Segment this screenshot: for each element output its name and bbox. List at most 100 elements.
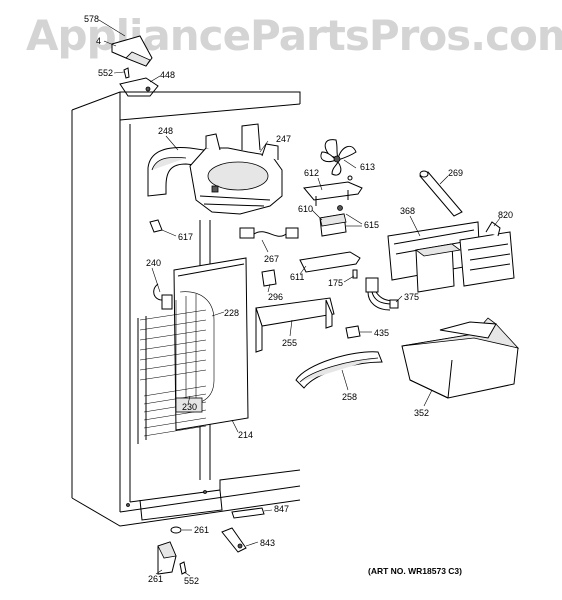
callout-261-left: 261 bbox=[148, 574, 163, 584]
leader-269 bbox=[439, 175, 449, 185]
leader-615a bbox=[345, 213, 363, 225]
leader-240 bbox=[151, 267, 161, 293]
leader-296 bbox=[267, 283, 271, 293]
leader-612 bbox=[317, 177, 323, 191]
screw-552-bottom bbox=[179, 561, 187, 575]
bracket-611 bbox=[299, 251, 361, 273]
air-duct-248 bbox=[147, 135, 205, 197]
switch-435 bbox=[345, 325, 361, 339]
bucket-edges bbox=[409, 359, 453, 399]
bracket-255-leg-right bbox=[325, 299, 333, 329]
callout-labels: 578 4 552 448 248 247 613 612 269 368 82… bbox=[84, 14, 513, 586]
hinge-cover-shade bbox=[125, 51, 151, 67]
leader-847 bbox=[263, 509, 273, 512]
leader-552-bottom bbox=[183, 571, 191, 577]
callout-228: 228 bbox=[224, 308, 239, 318]
callout-352: 352 bbox=[414, 408, 429, 418]
chute-shade bbox=[299, 357, 379, 383]
icemaker-mold bbox=[467, 243, 511, 271]
electrical-small-parts bbox=[261, 269, 403, 339]
leader-375 bbox=[395, 295, 403, 303]
leader-352 bbox=[423, 389, 433, 407]
fill-tube-body bbox=[419, 171, 463, 217]
fan-hub bbox=[333, 155, 341, 163]
leader-4 bbox=[103, 40, 117, 47]
liner-bottom-front bbox=[71, 497, 301, 527]
housing-clip bbox=[211, 185, 219, 193]
housing-ribs bbox=[199, 195, 271, 207]
bucket-lid bbox=[439, 321, 497, 339]
leader-255 bbox=[289, 319, 293, 337]
callout-248: 248 bbox=[158, 126, 173, 136]
harness-wire bbox=[253, 231, 287, 237]
sensor-240 bbox=[161, 294, 173, 310]
liner-floor bbox=[129, 469, 301, 503]
leader-820 bbox=[493, 217, 501, 227]
callout-258: 258 bbox=[342, 392, 357, 402]
harness-375-end bbox=[389, 299, 399, 309]
fill-tube-end bbox=[419, 170, 429, 178]
fan-blade-2 bbox=[337, 145, 357, 161]
control-box-top bbox=[415, 243, 461, 257]
callout-843: 843 bbox=[260, 538, 275, 548]
connector-296 bbox=[261, 269, 277, 287]
leader-613 bbox=[343, 159, 357, 169]
callout-820: 820 bbox=[498, 210, 513, 220]
liner-screw-1 bbox=[126, 503, 130, 507]
leader-214 bbox=[231, 419, 239, 433]
leader-578 bbox=[98, 19, 126, 37]
callout-617: 617 bbox=[178, 232, 193, 242]
callout-4: 4 bbox=[96, 36, 101, 46]
callout-240: 240 bbox=[146, 258, 161, 268]
callout-175: 175 bbox=[328, 278, 343, 288]
ice-bucket-352 bbox=[401, 317, 520, 407]
evaporator-assembly bbox=[137, 257, 249, 444]
leader-230 bbox=[187, 395, 191, 405]
duct-shade bbox=[151, 156, 187, 171]
fill-tube-269 bbox=[419, 170, 463, 217]
bottom-hinge-group bbox=[155, 507, 273, 577]
callout-610: 610 bbox=[298, 204, 313, 214]
icemaker-820 bbox=[459, 231, 515, 287]
bracket-255-top bbox=[255, 297, 335, 327]
callout-613: 613 bbox=[360, 162, 375, 172]
icemaker-arm bbox=[485, 221, 501, 237]
screw-175 bbox=[352, 269, 358, 279]
liner-screw-2 bbox=[203, 490, 207, 494]
leader-611 bbox=[299, 265, 307, 275]
callout-552-top: 552 bbox=[98, 68, 113, 78]
callout-269: 269 bbox=[448, 168, 463, 178]
callout-267: 267 bbox=[264, 254, 279, 264]
callout-847: 847 bbox=[274, 504, 289, 514]
callout-375: 375 bbox=[404, 292, 419, 302]
watermark-text: AppliancePartsPros.com bbox=[26, 11, 562, 60]
bracket-legs bbox=[315, 190, 349, 206]
harness-267 bbox=[239, 227, 299, 253]
evaporator-cover-214 bbox=[173, 257, 249, 431]
mounting-bracket-255 bbox=[255, 297, 335, 353]
liner-top-edge bbox=[71, 91, 301, 111]
callout-578: 578 bbox=[84, 14, 99, 24]
callout-611: 611 bbox=[290, 272, 304, 282]
leader-843 bbox=[245, 541, 259, 547]
housing-tab-right bbox=[261, 143, 279, 160]
bracket-843 bbox=[221, 527, 247, 553]
callout-214: 214 bbox=[238, 430, 253, 440]
callout-261-right: 261 bbox=[194, 525, 209, 535]
leader-228 bbox=[211, 311, 225, 317]
bracket-255-leg-left bbox=[255, 307, 263, 353]
leader-258 bbox=[341, 369, 349, 391]
grommet-615a bbox=[337, 205, 343, 211]
housing-tab-left bbox=[205, 133, 221, 151]
coil-side-tubes bbox=[137, 316, 147, 444]
clip-617-body bbox=[149, 219, 163, 233]
icemaker-assembly bbox=[387, 215, 515, 293]
fan-housing-bowl bbox=[207, 161, 269, 191]
evaporator-fan-housing-247 bbox=[189, 123, 283, 215]
leader-610 bbox=[311, 209, 323, 221]
leader-552-top bbox=[113, 71, 125, 74]
fan-blade-4 bbox=[331, 161, 342, 176]
callout-552-bottom: 552 bbox=[184, 576, 199, 586]
callout-615: 615 bbox=[364, 220, 379, 230]
